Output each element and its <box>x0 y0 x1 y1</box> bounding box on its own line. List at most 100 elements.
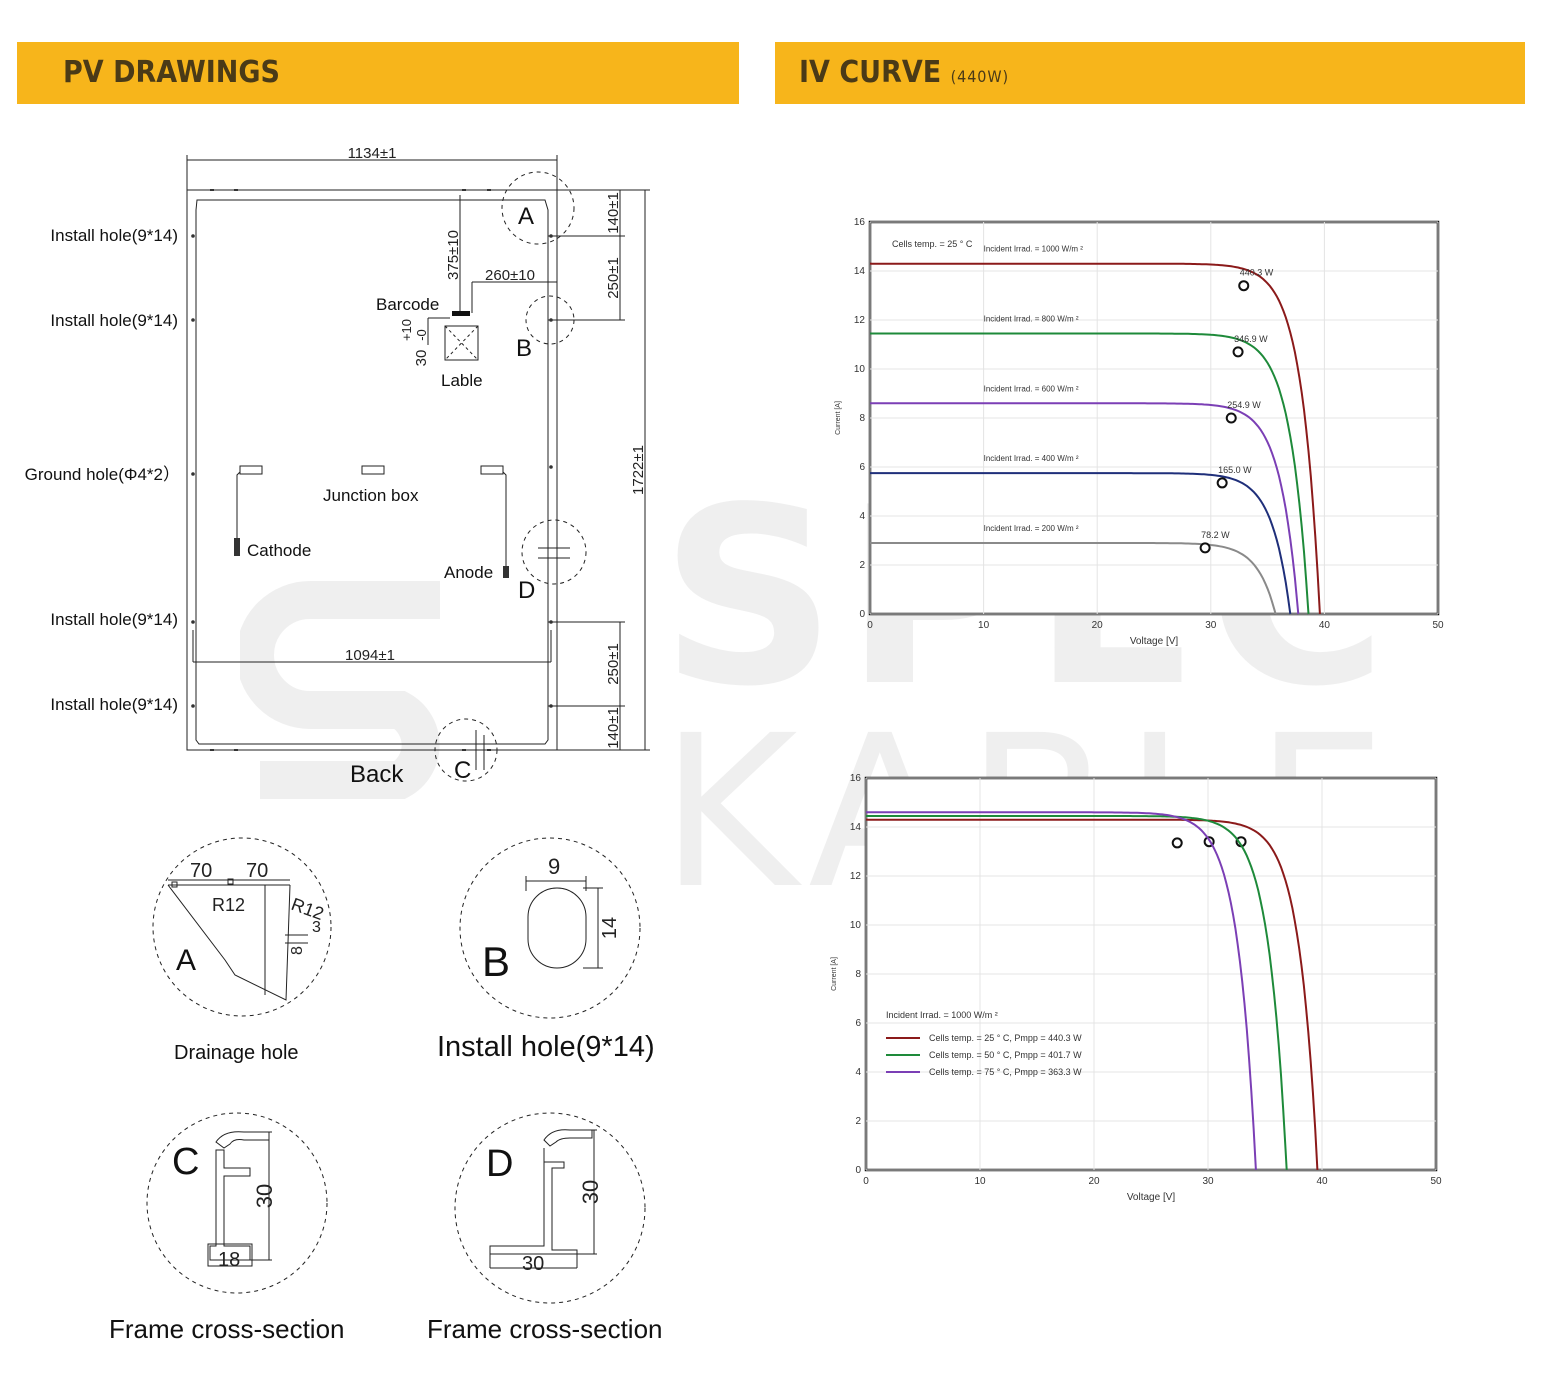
dim-tol-plus: +10 <box>399 319 414 341</box>
chart-2-series-1-line <box>866 815 1288 1171</box>
chart-1-xtick-label: 20 <box>1092 620 1104 631</box>
detail-d-dim-30-vertical: 30 <box>578 1180 603 1204</box>
detail-d-caption: Frame cross-section <box>427 1314 663 1344</box>
detail-d-dim-30-horizontal: 30 <box>522 1253 544 1275</box>
chart-1-xtick-label: 50 <box>1432 620 1444 631</box>
iv-curve-banner: IV CURVE (440W) <box>775 42 1525 104</box>
detail-a-drawing: 70 70 R12 R12 3 8 A <box>152 837 332 1017</box>
chart-1-ytick-label: 0 <box>859 609 865 620</box>
chart-2-xtick-label: 0 <box>863 1176 869 1187</box>
pv-drawings-title: PV DRAWINGS <box>63 55 281 90</box>
chart-1-series-0-line <box>869 262 1321 615</box>
detail-b-dim-9: 9 <box>548 854 560 879</box>
detail-b-drawing: 9 14 B <box>459 837 641 1019</box>
watermark-logo <box>240 581 440 799</box>
chart-2-ytick-label: 10 <box>850 920 862 931</box>
chart-1-ytick-label: 2 <box>859 560 865 571</box>
label-anode: Anode <box>444 563 493 582</box>
chart-2-ylabel: Current [A] <box>831 957 838 991</box>
dim-width: 1134±1 <box>348 145 397 162</box>
chart-2-ytick-label: 6 <box>855 1018 861 1029</box>
dim-260: 260±10 <box>485 267 535 284</box>
chart-1-ytick-label: 12 <box>854 315 866 326</box>
detail-a-caption: Drainage hole <box>174 1042 299 1064</box>
label-install-hole-3: Install hole(9*14) <box>50 610 178 629</box>
detail-a-r12a: R12 <box>212 895 245 915</box>
chart-1-ytick-label: 8 <box>859 413 865 424</box>
chart-2-xtick-label: 20 <box>1088 1176 1100 1187</box>
chart-2-xtick-label: 50 <box>1430 1176 1442 1187</box>
dim-height: 1722±1 <box>630 445 647 495</box>
chart-1-xtick-label: 0 <box>867 620 873 631</box>
iv-curve-title: IV CURVE (440W) <box>799 55 1009 90</box>
detail-c-caption: Frame cross-section <box>109 1314 345 1344</box>
chart-2-ytick-label: 8 <box>855 969 861 980</box>
dim-30: 30 <box>413 350 430 367</box>
marker-a: A <box>518 203 534 230</box>
chart-1-series-1-line <box>870 332 1310 615</box>
chart-2-xtick-label: 30 <box>1202 1176 1214 1187</box>
chart-1-annotation: Cells temp. = 25 ° C <box>892 239 973 249</box>
chart-2-series-0-line <box>865 818 1319 1171</box>
dim-140-bottom: 140±1 <box>605 707 622 749</box>
chart-1-xlabel: Voltage [V] <box>1130 636 1179 647</box>
detail-d-letter: D <box>486 1143 513 1185</box>
label-ground-hole: Ground hole(Φ4*2） <box>25 465 180 484</box>
detail-c-dim-18: 18 <box>218 1249 240 1271</box>
chart-1-series-3-mpp-point <box>1216 477 1228 489</box>
dim-inner-width: 1094±1 <box>345 647 395 664</box>
chart-1-ytick-label: 10 <box>854 364 866 375</box>
detail-a-dim-70a: 70 <box>190 860 212 882</box>
detail-c-drawing: 30 18 C <box>146 1112 328 1294</box>
anode-connector <box>503 566 509 578</box>
chart-1-series-2-mpp-label: 254.9 W <box>1227 400 1261 410</box>
chart-1-ytick-label: 6 <box>859 462 865 473</box>
detail-a-dim-3: 3 <box>312 919 321 936</box>
chart-2-legend-entry-1: Cells temp. = 50 ° C, Pmpp = 401.7 W <box>929 1050 1082 1060</box>
chart-2-legend-title: Incident Irrad. = 1000 W/m ² <box>886 1010 998 1020</box>
dim-250-top: 250±1 <box>605 257 622 299</box>
chart-1-series-4-mpp-point <box>1199 542 1211 554</box>
marker-d: D <box>518 577 535 604</box>
label-back: Back <box>350 761 404 788</box>
barcode-mark <box>452 311 470 316</box>
chart-2-series-2-mpp-point <box>1171 837 1183 849</box>
chart-1-series-4-name: Incident Irrad. = 200 W/m ² <box>984 524 1079 533</box>
label-cathode: Cathode <box>247 541 311 560</box>
dim-140-top: 140±1 <box>605 192 622 234</box>
chart-1-ytick-label: 4 <box>859 511 865 522</box>
chart-2-ytick-label: 12 <box>850 871 862 882</box>
chart-1-series-2-line <box>870 402 1300 615</box>
chart-2-ytick-label: 0 <box>855 1165 861 1176</box>
chart-1-series-0-mpp-point <box>1238 280 1250 292</box>
detail-b-letter: B <box>482 938 510 985</box>
chart-1-series-3-line <box>870 472 1292 615</box>
chart-1-ylabel: Current [A] <box>835 401 842 435</box>
label-junction-box: Junction box <box>323 486 419 505</box>
chart-2-xtick-label: 10 <box>974 1176 986 1187</box>
label-lable: Lable <box>441 371 483 390</box>
chart-1-ytick-label: 14 <box>854 266 866 277</box>
chart-1-series-1-mpp-point <box>1232 346 1244 358</box>
chart-2-ytick-label: 14 <box>850 822 862 833</box>
label-install-hole-1: Install hole(9*14) <box>50 226 178 245</box>
chart-2-legend-entry-0: Cells temp. = 25 ° C, Pmpp = 440.3 W <box>929 1033 1082 1043</box>
dim-tol-minus: -0 <box>414 329 429 341</box>
chart-2-ytick-label: 2 <box>855 1116 861 1127</box>
chart-1-xtick-label: 40 <box>1319 620 1331 631</box>
marker-c: C <box>454 757 471 784</box>
dim-250-bottom: 250±1 <box>605 643 622 685</box>
detail-c-dim-30: 30 <box>252 1184 277 1208</box>
detail-d-drawing: 30 30 D <box>454 1112 646 1304</box>
marker-b: B <box>516 335 532 362</box>
chart-2-xtick-label: 40 <box>1316 1176 1328 1187</box>
chart-1-series-4-mpp-label: 78.2 W <box>1201 530 1230 540</box>
detail-a-dim-8: 8 <box>289 946 306 955</box>
chart-1-series-3-mpp-label: 165.0 W <box>1218 465 1252 475</box>
pv-module-drawing: 1134±1 1094±1 1722±1 140±1 250±1 250±1 1… <box>25 145 650 788</box>
chart-1-series-1-mpp-label: 346.9 W <box>1234 334 1268 344</box>
